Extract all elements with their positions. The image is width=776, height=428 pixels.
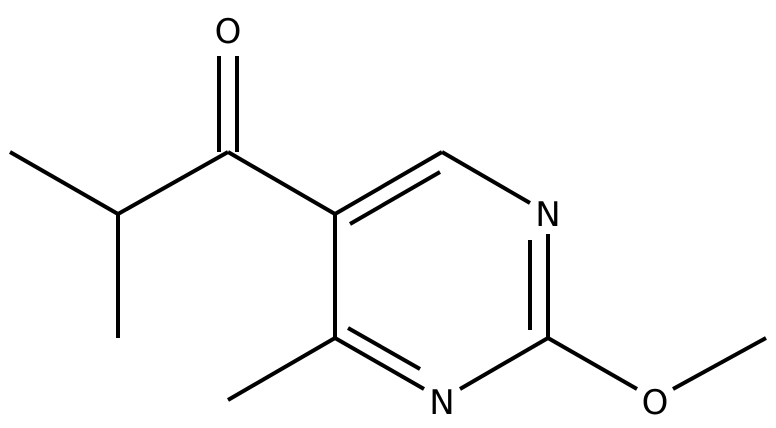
carbonyl-oxygen-label: O [215,12,242,52]
bond-carbonyl-ring [226,150,337,216]
bond-c2-o [547,336,638,391]
ring-nitrogen-upper-label: N [535,195,560,235]
ring-nitrogen-lower-label: N [429,383,454,423]
bond-methyl-left [9,150,119,216]
bond-o-methyl [672,336,767,391]
bond-n3-c4 [334,336,425,391]
bond-isopropyl-carbonyl [117,150,229,216]
bond-ring-methyl [226,336,337,402]
bond-n3-c4-inner [347,326,421,371]
bond-c2-n3 [458,336,550,391]
bond-c6-n1 [440,150,532,205]
methoxy-oxygen-label: O [642,383,669,423]
bond-c5-c6-inner [348,170,442,226]
bond-c5-c6 [333,150,444,216]
